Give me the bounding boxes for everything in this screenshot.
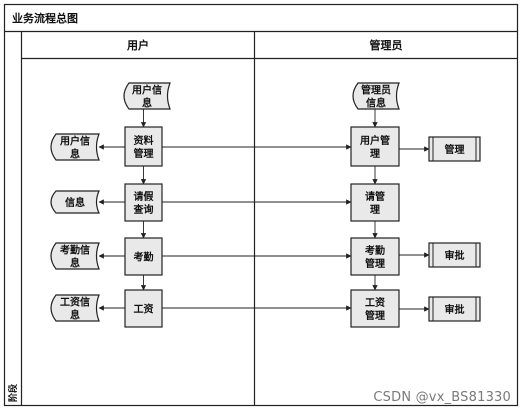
node-label-line: 审批 bbox=[445, 249, 465, 262]
node-label-line: 请假 bbox=[134, 190, 155, 203]
edges-layer bbox=[98, 109, 430, 312]
node-label-line: 管理员 bbox=[361, 83, 391, 96]
node-label-line: 用户信 bbox=[131, 83, 162, 96]
node-label-line: 用户管 bbox=[359, 134, 390, 147]
nodes-layer: 用户信息管理员信息用户信息信息考勤信息工资信息资料管理请假查询考勤工资用户管理请… bbox=[50, 82, 481, 328]
node-label-line: 息 bbox=[70, 147, 80, 160]
stored-data-shape bbox=[50, 190, 100, 214]
node-label-line: 管理 bbox=[365, 257, 385, 270]
node-label-line: 考勤 bbox=[365, 244, 385, 257]
node-label-line: 查询 bbox=[133, 203, 154, 216]
node-label-line: 工资信 bbox=[60, 295, 90, 308]
process-box bbox=[350, 289, 400, 328]
node-leave-mgmt: 请管理 bbox=[350, 183, 400, 222]
node-label-line: 工资 bbox=[365, 296, 385, 309]
lane-header-admin: 管理员 bbox=[370, 38, 403, 52]
node-label-line: 理 bbox=[370, 148, 380, 160]
stored-data-shape bbox=[50, 242, 100, 270]
node-label-line: 息 bbox=[142, 96, 152, 109]
node-label-line: 息 bbox=[70, 308, 80, 321]
node-label-line: 管理 bbox=[134, 147, 154, 160]
node-label-line: 信息 bbox=[65, 196, 85, 209]
diagram-title: 业务流程总图 bbox=[12, 11, 78, 25]
process-box bbox=[350, 126, 400, 167]
stored-data-shape bbox=[352, 82, 400, 110]
stored-data-shape bbox=[50, 133, 100, 161]
node-label-line: 工资 bbox=[134, 302, 154, 315]
node-manage-sub: 管理 bbox=[428, 136, 481, 162]
phase-label: 阶段 bbox=[7, 383, 19, 402]
lane-header-user: 用户 bbox=[127, 38, 149, 52]
node-label-line: 用户信 bbox=[59, 134, 90, 147]
node-label-line: 考勤信 bbox=[60, 243, 90, 256]
node-label-line: 资料 bbox=[134, 134, 154, 147]
node-approve-1: 审批 bbox=[428, 242, 481, 268]
node-salary: 工资 bbox=[124, 289, 163, 328]
process-box bbox=[124, 126, 163, 167]
node-label-line: 息 bbox=[70, 256, 80, 269]
process-box bbox=[124, 289, 163, 328]
process-box bbox=[350, 237, 400, 276]
node-approve-2: 审批 bbox=[428, 296, 481, 322]
node-info-out: 信息 bbox=[50, 190, 100, 214]
process-box bbox=[124, 237, 163, 276]
node-label-line: 管理 bbox=[445, 143, 465, 156]
stored-data-shape bbox=[123, 82, 171, 110]
subprocess-box bbox=[428, 242, 481, 268]
process-box bbox=[124, 183, 163, 222]
process-box bbox=[350, 183, 400, 222]
node-label-line: 信息 bbox=[366, 96, 386, 109]
watermark: CSDN @vx_BS81330 bbox=[373, 390, 511, 405]
node-label-line: 请管 bbox=[365, 190, 385, 203]
stored-data-shape bbox=[50, 294, 100, 322]
node-attendance: 考勤 bbox=[124, 237, 163, 276]
subprocess-box bbox=[428, 136, 481, 162]
node-label-line: 管理 bbox=[365, 309, 385, 322]
node-label-line: 理 bbox=[370, 204, 380, 216]
subprocess-box bbox=[428, 296, 481, 322]
node-label-line: 考勤 bbox=[134, 250, 154, 263]
node-label-line: 审批 bbox=[445, 303, 465, 316]
